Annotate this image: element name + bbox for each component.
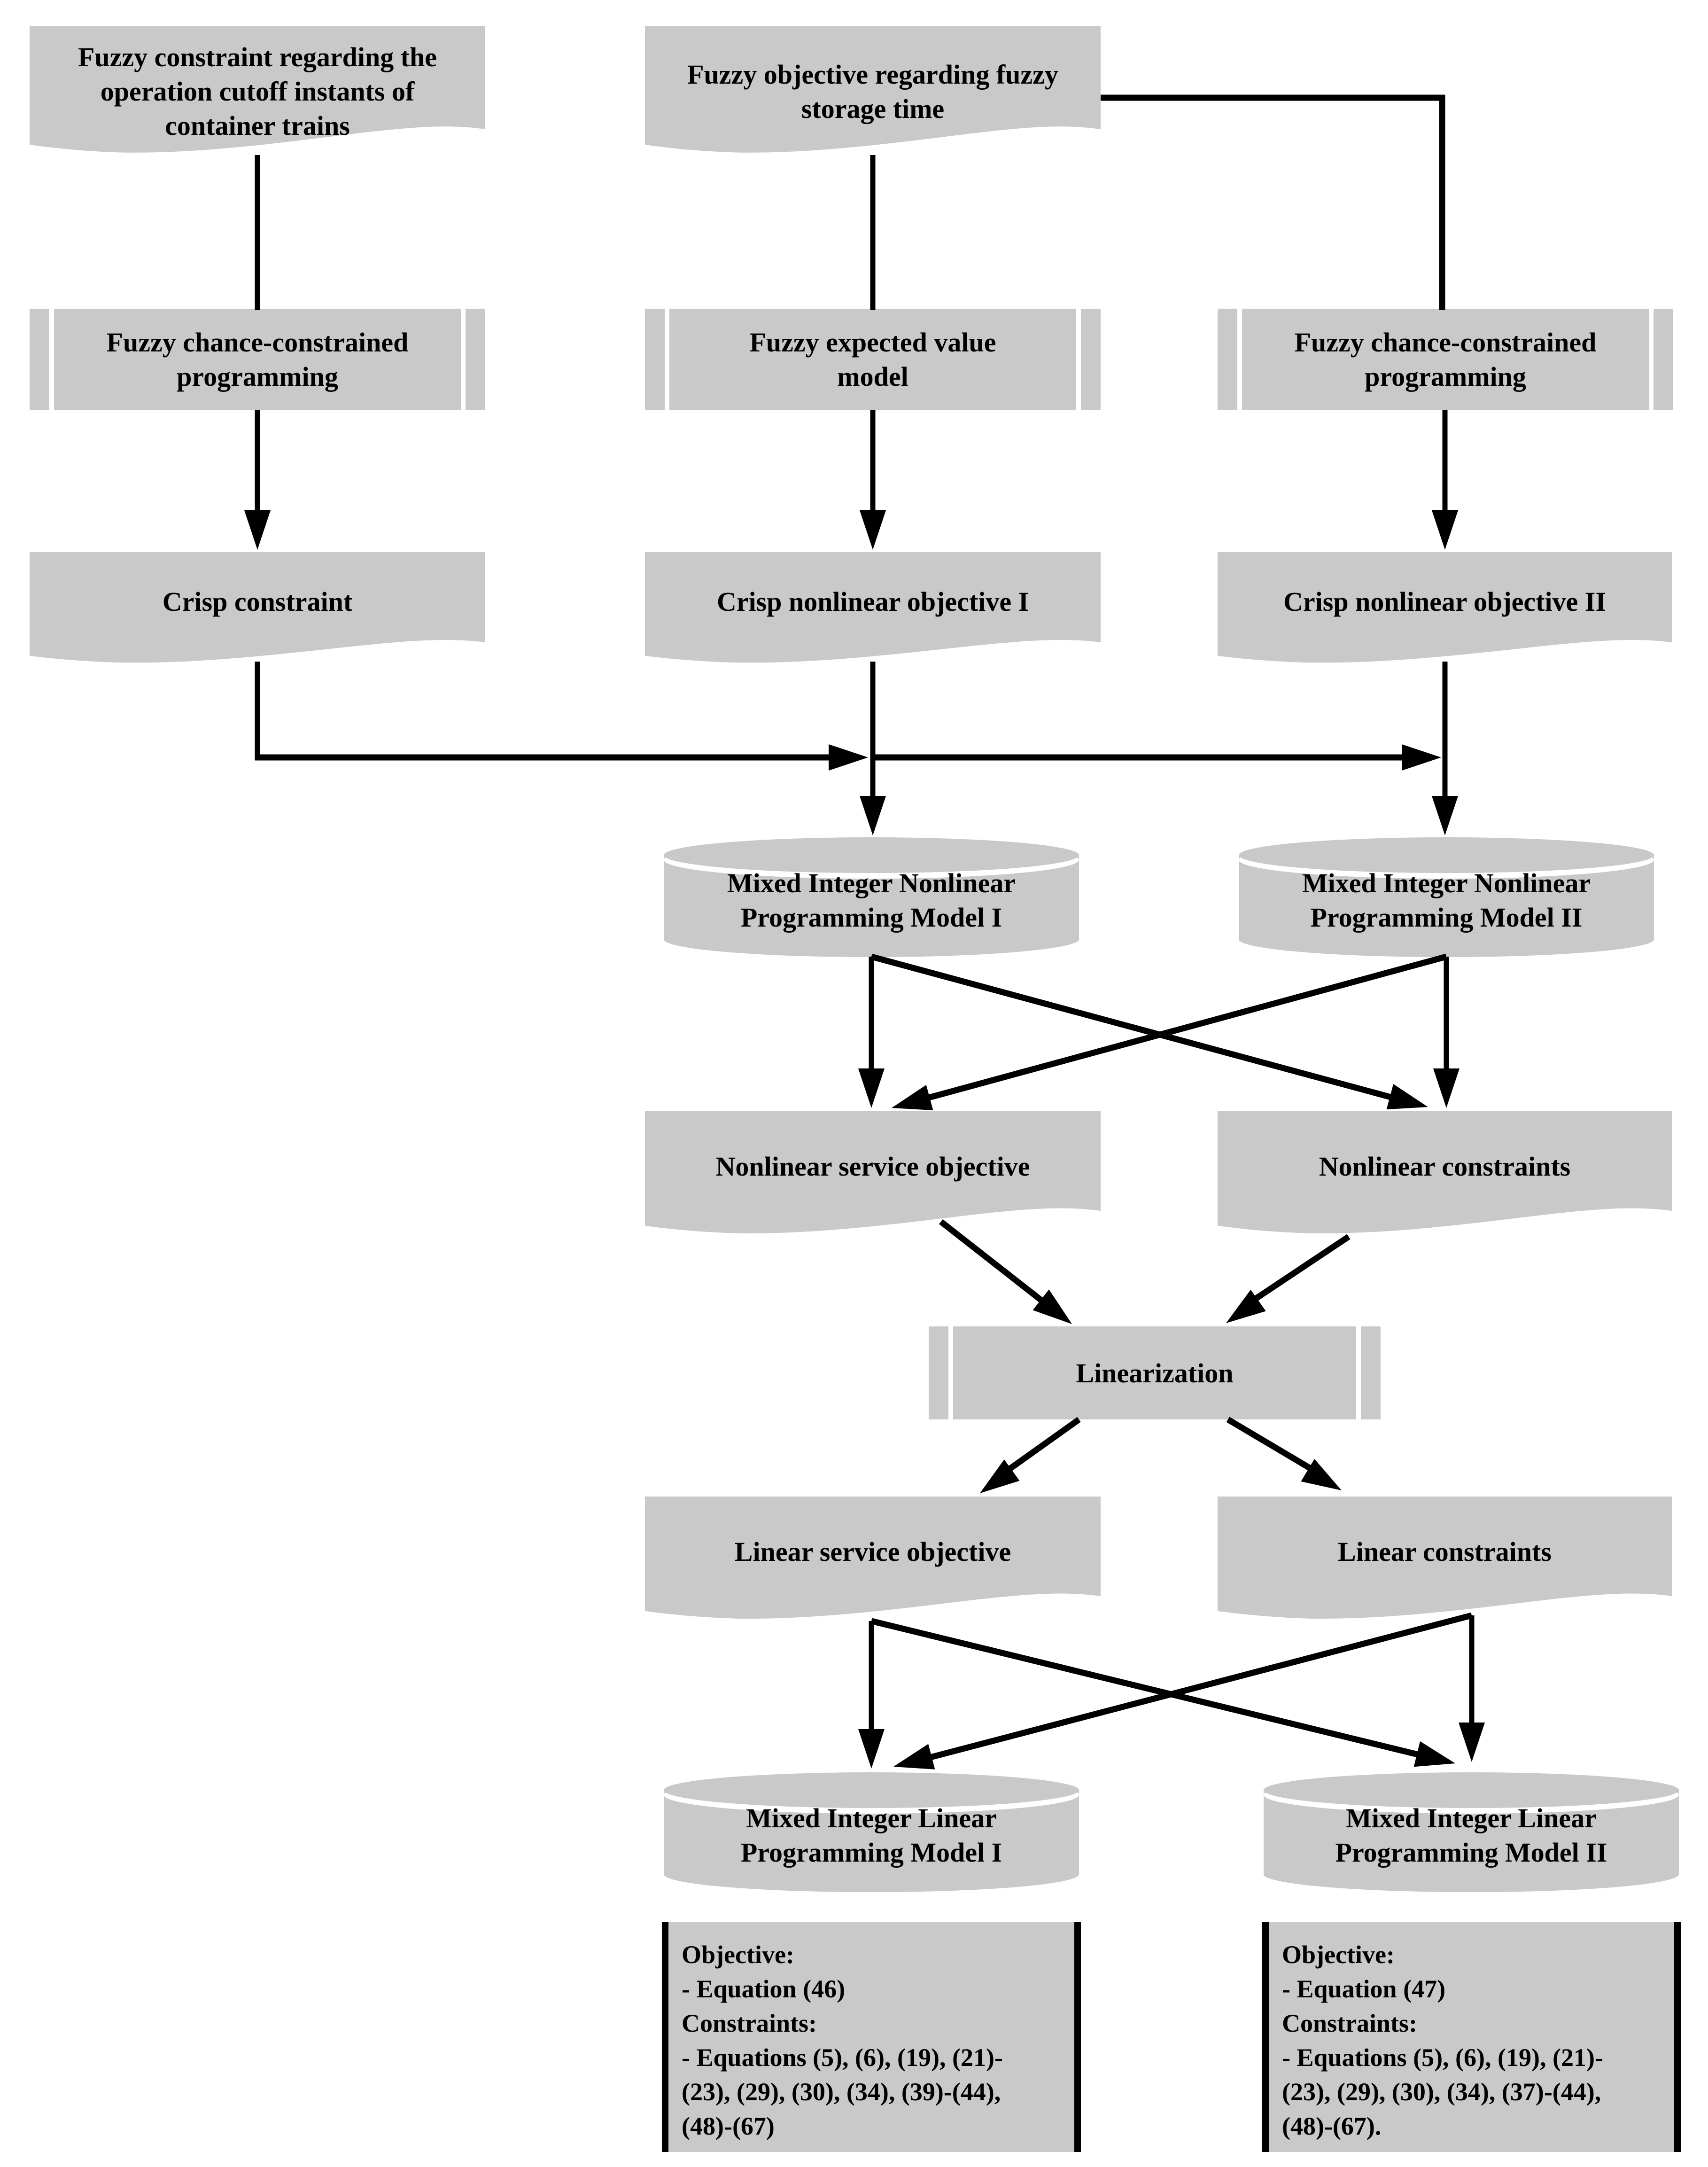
label-line: Nonlinear service objective <box>715 1151 1030 1182</box>
milp2-details-box: Objective: - Equation (47) Constraints: … <box>1262 1922 1681 2152</box>
label-line: Nonlinear constraints <box>1319 1151 1571 1182</box>
label-line: Mixed Integer Linear <box>746 1802 997 1833</box>
process-fuzzy-expected-value: Fuzzy expected value model <box>645 309 1101 410</box>
label-line: Fuzzy objective regarding fuzzy <box>687 59 1058 90</box>
doc-crisp-constraint: Crisp constraint <box>30 552 485 665</box>
detail-line: (48)-(67) <box>682 2112 775 2140</box>
database-milp-model-2: Mixed Integer Linear Programming Model I… <box>1264 1772 1679 1892</box>
doc-linear-constraints: Linear constraints <box>1218 1497 1672 1621</box>
process-linearization: Linearization <box>929 1326 1381 1419</box>
document-shape <box>645 1497 1101 1619</box>
document-shape <box>1218 1111 1672 1233</box>
document-shape <box>645 552 1101 663</box>
label-line: Linear constraints <box>1338 1536 1552 1567</box>
detail-line: Objective: <box>1282 1941 1395 1969</box>
doc-fuzzy-objective: Fuzzy objective regarding fuzzy storage … <box>645 26 1101 155</box>
label-line: Fuzzy chance-constrained <box>106 327 409 358</box>
detail-line: (23), (29), (30), (34), (39)-(44), <box>682 2078 1001 2106</box>
process-fuzzy-chance-constrained-left: Fuzzy chance-constrained programming <box>30 309 485 410</box>
cylinder-shape <box>1264 1772 1679 1892</box>
label-line: operation cutoff instants of <box>100 76 415 107</box>
label-line: storage time <box>801 93 945 124</box>
label-line: Mixed Integer Nonlinear <box>1302 867 1591 898</box>
detail-line: - Equations (5), (6), (19), (21)- <box>682 2043 1003 2072</box>
document-shape <box>645 26 1101 153</box>
document-shape <box>30 26 485 153</box>
label-line: model <box>837 361 908 392</box>
database-minlp-model-1: Mixed Integer Nonlinear Programming Mode… <box>664 837 1079 957</box>
label-line: Programming Model I <box>740 1837 1002 1868</box>
detail-line: (48)-(67). <box>1282 2112 1382 2140</box>
label-line: Fuzzy expected value <box>749 327 996 358</box>
label-line: Programming Model I <box>740 902 1002 933</box>
process-fuzzy-chance-constrained-right: Fuzzy chance-constrained programming <box>1218 309 1673 410</box>
milp1-details-box: Objective: - Equation (46) Constraints: … <box>662 1922 1081 2152</box>
cylinder-shape <box>1239 837 1654 957</box>
label-line: programming <box>177 361 338 392</box>
label-line: Crisp constraint <box>162 586 353 617</box>
label-line: Mixed Integer Nonlinear <box>727 867 1016 898</box>
label-line: Fuzzy chance-constrained <box>1294 327 1597 358</box>
cylinder-shape <box>664 837 1079 957</box>
label-line: Crisp nonlinear objective I <box>716 586 1029 617</box>
detail-line: - Equation (47) <box>1282 1975 1446 2003</box>
doc-linear-service-objective: Linear service objective <box>645 1497 1101 1621</box>
document-shape <box>645 1111 1101 1233</box>
detail-line: - Equations (5), (6), (19), (21)- <box>1282 2043 1603 2072</box>
doc-crisp-nonlinear-objective-2: Crisp nonlinear objective II <box>1218 552 1672 665</box>
doc-nonlinear-service-objective: Nonlinear service objective <box>645 1111 1101 1236</box>
label-line: Linearization <box>1076 1357 1234 1388</box>
detail-line: Objective: <box>682 1941 794 1969</box>
label-line: container trains <box>165 110 350 141</box>
detail-line: - Equation (46) <box>682 1975 846 2003</box>
label-line: Programming Model II <box>1335 1837 1607 1868</box>
label-line: Crisp nonlinear objective II <box>1283 586 1606 617</box>
cylinder-shape <box>664 1772 1079 1892</box>
label-line: Mixed Integer Linear <box>1346 1802 1597 1833</box>
detail-line: (23), (29), (30), (34), (37)-(44), <box>1282 2078 1601 2106</box>
label-line: Linear service objective <box>734 1536 1011 1567</box>
doc-crisp-nonlinear-objective-1: Crisp nonlinear objective I <box>645 552 1101 665</box>
document-shape <box>30 552 485 663</box>
document-shape <box>1218 552 1672 663</box>
detail-line: Constraints: <box>1282 2009 1418 2037</box>
doc-fuzzy-constraint: Fuzzy constraint regarding the operation… <box>30 26 485 155</box>
label-line: Fuzzy constraint regarding the <box>78 42 437 72</box>
label-line: programming <box>1365 361 1526 392</box>
document-shape <box>1218 1497 1672 1619</box>
detail-line: Constraints: <box>682 2009 817 2037</box>
doc-nonlinear-constraints: Nonlinear constraints <box>1218 1111 1672 1236</box>
database-milp-model-1: Mixed Integer Linear Programming Model I <box>664 1772 1079 1892</box>
label-line: Programming Model II <box>1310 902 1583 933</box>
database-minlp-model-2: Mixed Integer Nonlinear Programming Mode… <box>1239 837 1654 957</box>
